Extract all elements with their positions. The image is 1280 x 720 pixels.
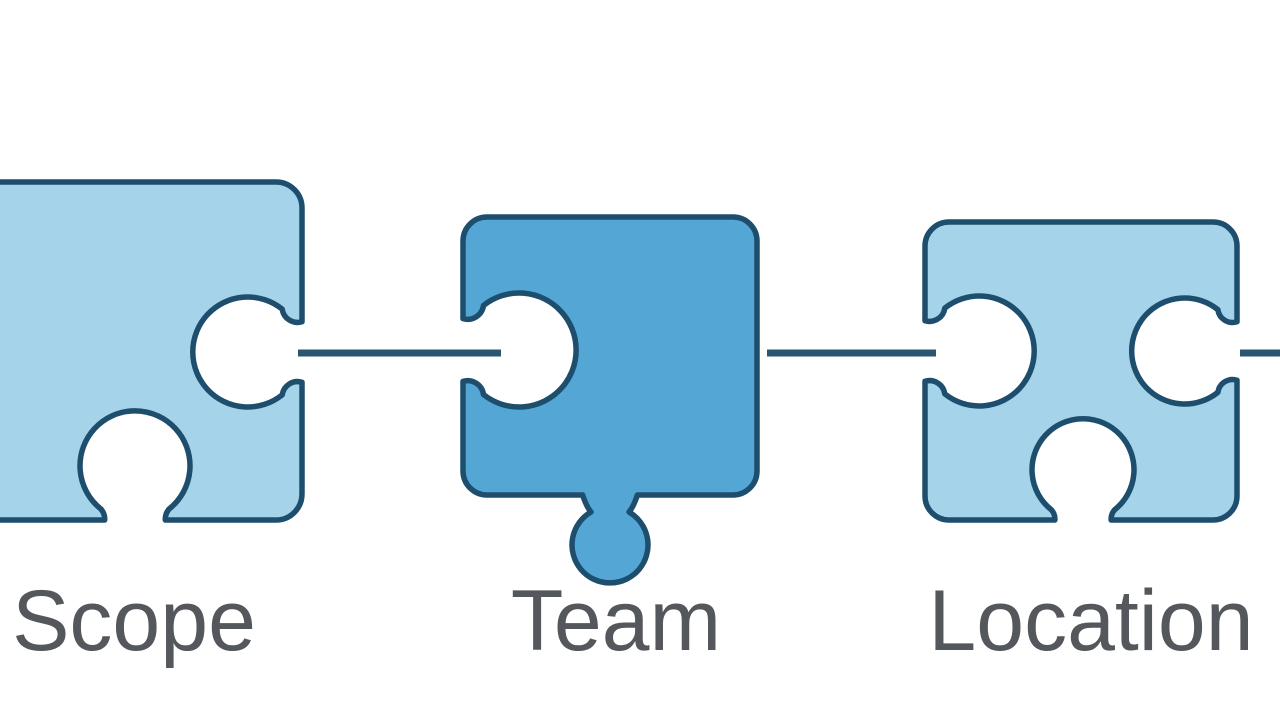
puzzle-piece-location (922, 219, 1240, 523)
puzzle-piece-team (460, 214, 760, 586)
piece-label-scope: Scope (12, 573, 256, 669)
puzzle-piece-scope (0, 179, 305, 523)
piece-label-location: Location (928, 573, 1254, 669)
piece-label-team: Team (510, 573, 722, 669)
